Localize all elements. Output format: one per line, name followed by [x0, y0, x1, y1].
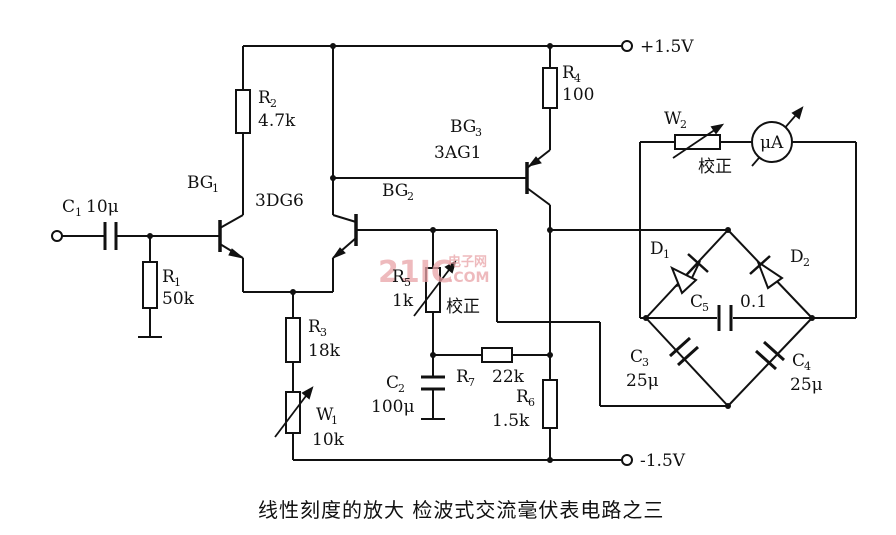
watermark: 21IC 电子网 .COM	[378, 254, 489, 290]
w1-value: 10k	[312, 430, 345, 450]
labels: +1.5V -1.5V C 1 10μ R 1 50k R 2 4.7k BG …	[62, 37, 823, 471]
capacitor-c3	[668, 336, 700, 367]
r2-value: 4.7k	[258, 111, 296, 131]
c3-value: 25μ	[626, 371, 659, 391]
terminals	[51, 40, 633, 466]
d2-label: D	[790, 247, 804, 267]
c1-label: C	[62, 197, 75, 217]
capacitor-c1	[100, 222, 122, 250]
r2-label: R	[258, 88, 272, 108]
r5-sub: 5	[404, 276, 411, 289]
r7-sub: 7	[468, 376, 475, 389]
w2-sub: 2	[680, 118, 687, 131]
vplus-terminal	[621, 40, 633, 52]
r1-label: R	[162, 267, 176, 287]
r5-value: 1k	[392, 291, 414, 311]
resistor-r2	[235, 89, 251, 134]
bg12-type: 3DG6	[255, 191, 304, 211]
bg2-sub: 2	[407, 190, 414, 203]
w1-label: W	[316, 405, 334, 425]
transistor-bg3	[525, 140, 551, 206]
figure-caption: 线性刻度的放大 检波式交流毫伏表电路之三	[258, 498, 664, 522]
bg2-label: BG	[382, 181, 408, 201]
w1-sub: 1	[331, 414, 338, 427]
d1-sub: 1	[663, 248, 670, 261]
microammeter: μA	[751, 121, 793, 163]
resistor-r3	[285, 317, 301, 363]
r4-label: R	[562, 63, 576, 83]
r4-sub: 4	[574, 72, 581, 85]
resistor-r7	[481, 347, 513, 363]
bg3-label: BG	[450, 117, 476, 137]
vminus-terminal	[621, 454, 633, 466]
r1-sub: 1	[174, 276, 181, 289]
c4-label: C	[792, 351, 805, 371]
watermark-brand: 21IC	[378, 255, 453, 290]
resistors	[142, 67, 721, 434]
d1-label: D	[650, 239, 664, 259]
capacitors	[100, 222, 786, 394]
bg3-sub: 3	[475, 126, 482, 139]
r2-sub: 2	[270, 97, 277, 110]
bg1-label: BG	[187, 173, 213, 193]
r3-sub: 3	[320, 326, 327, 339]
c2-label: C	[386, 373, 399, 393]
w2-note: 校正	[698, 157, 732, 177]
r3-value: 18k	[308, 341, 341, 361]
input-terminal	[51, 230, 63, 242]
capacitor-c2	[421, 375, 445, 394]
watermark-domain: .COM	[448, 270, 489, 286]
c1-sub: 1	[75, 206, 82, 219]
diode-d2	[749, 255, 784, 290]
r3-label: R	[308, 317, 322, 337]
r6-sub: 6	[528, 396, 535, 409]
junction-dots	[147, 43, 815, 463]
c5-label: C	[690, 292, 703, 312]
c3-label: C	[630, 347, 643, 367]
vplus-label: +1.5V	[640, 37, 694, 57]
wires	[62, 45, 857, 461]
resistor-r4	[542, 67, 558, 109]
resistor-r6	[542, 379, 558, 429]
watermark-cn: 电子网	[448, 254, 487, 270]
r7-value: 22k	[492, 367, 525, 387]
diode-d1	[670, 253, 709, 295]
c4-sub: 4	[804, 360, 811, 373]
r1-value: 50k	[162, 289, 195, 309]
r7-label: R	[456, 367, 470, 387]
vminus-label: -1.5V	[640, 451, 686, 471]
r4-value: 100	[562, 85, 594, 105]
r6-value: 1.5k	[492, 411, 530, 431]
c5-value: 0.1	[740, 292, 767, 312]
c2-sub: 2	[398, 382, 405, 395]
r5-label: R	[392, 267, 406, 287]
c3-sub: 3	[642, 356, 649, 369]
r5-note: 校正	[446, 297, 480, 317]
meter-label: μA	[760, 133, 784, 153]
transistor-bg2	[331, 214, 367, 260]
r6-label: R	[516, 387, 530, 407]
c5-sub: 5	[702, 301, 709, 314]
c4-value: 25μ	[790, 375, 823, 395]
bg3-type: 3AG1	[434, 143, 482, 163]
c1-value: 10μ	[86, 197, 119, 217]
d2-sub: 2	[803, 256, 810, 269]
resistor-r1	[142, 261, 158, 309]
capacitor-c4	[754, 340, 786, 371]
w2-label: W	[664, 109, 682, 129]
transistor-bg1	[208, 214, 244, 259]
c2-value: 100μ	[371, 397, 415, 417]
capacitor-c5	[717, 305, 733, 331]
bg1-sub: 1	[212, 182, 219, 195]
